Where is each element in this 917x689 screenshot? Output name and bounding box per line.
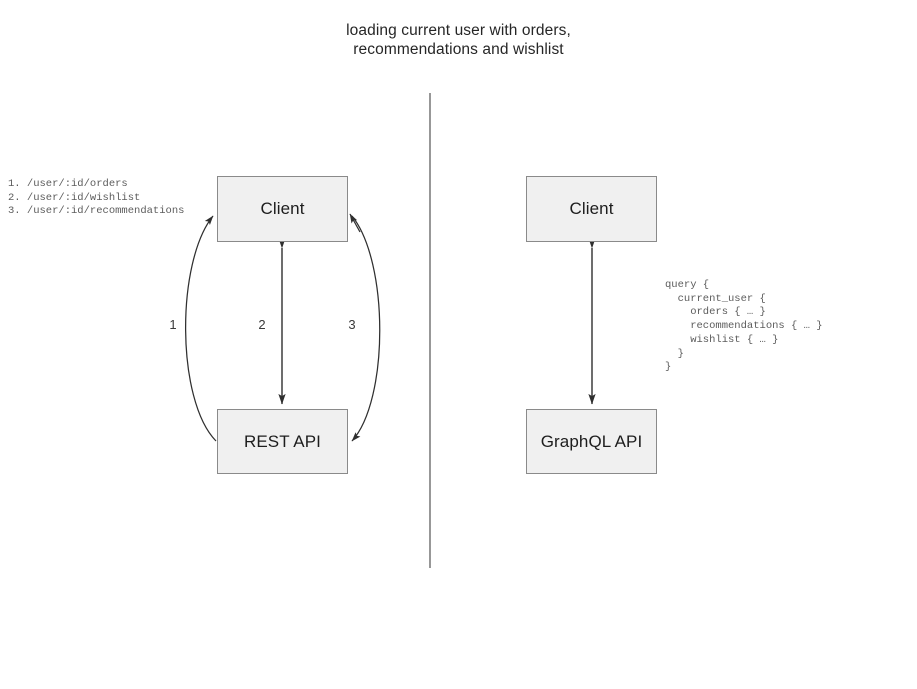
graphql-query-snippet: query { current_user { orders { … } reco…	[665, 279, 823, 374]
node-client-left[interactable]: Client	[217, 176, 348, 242]
edge-label-3: 3	[348, 317, 356, 332]
node-rest-api[interactable]: REST API	[217, 409, 348, 474]
edge-3-arrowhead-to-client	[349, 213, 361, 233]
edge-label-1: 1	[169, 317, 177, 332]
page-title: loading current user with orders, recomm…	[346, 22, 571, 58]
edge-1-rest-to-client	[185, 215, 217, 442]
rest-endpoints-list: 1. /user/:id/orders 2. /user/:id/wishlis…	[8, 178, 185, 218]
node-graphql-api[interactable]: GraphQL API	[526, 409, 657, 474]
edge-label-2: 2	[258, 317, 266, 332]
node-client-right[interactable]: Client	[526, 176, 657, 242]
